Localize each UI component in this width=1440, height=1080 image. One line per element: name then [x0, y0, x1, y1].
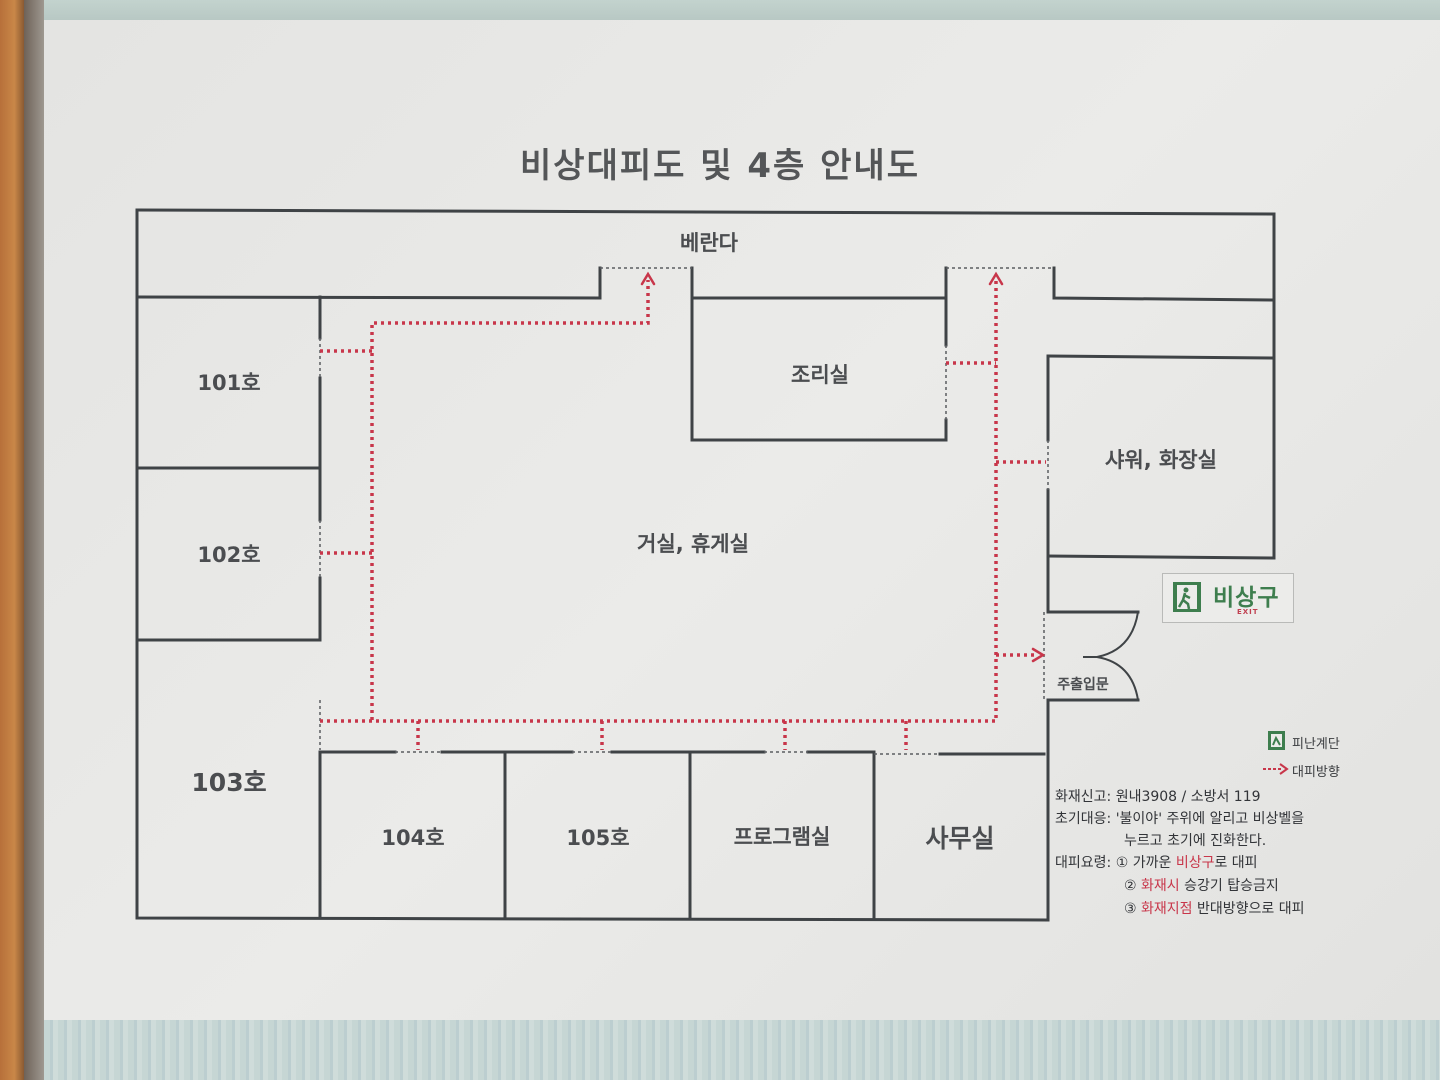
legend-stairs: 피난계단 — [1292, 737, 1340, 752]
evac-step-1: 대피요령: ① 가까운 비상구로 대피 — [1055, 852, 1258, 872]
evac-step-3: ③ 화재지점 반대방향으로 대피 — [1124, 898, 1305, 918]
initial-response-line1: 초기대응: '불이야' 주위에 알리고 비상벨을 — [1055, 808, 1304, 828]
evac-step-2: ② 화재시 승강기 탑승금지 — [1124, 875, 1279, 895]
step-text: 로 대피 — [1214, 855, 1258, 871]
step-number: ① — [1115, 855, 1129, 871]
step-highlight: 비상구 — [1175, 855, 1215, 871]
running-man-exit-icon — [1173, 582, 1201, 612]
glass-top-edge — [44, 0, 1440, 22]
room-shower-toilet: 샤워, 화장실 — [1105, 448, 1217, 472]
cork-board — [0, 0, 24, 1080]
step-number: ② — [1124, 878, 1137, 894]
room-101: 101호 — [197, 371, 261, 395]
exit-sign-label: 비상구 — [1213, 585, 1280, 611]
board-frame — [24, 0, 44, 1080]
step-text: 승강기 탑승금지 — [1184, 878, 1279, 894]
room-102: 102호 — [197, 543, 261, 567]
initial-response-line2: 누르고 초기에 진화한다. — [1124, 833, 1267, 849]
step-text: 반대방향으로 대피 — [1197, 901, 1305, 917]
initial-response-text1: '불이야' 주위에 알리고 비상벨을 — [1115, 811, 1305, 827]
fire-report-value: 원내3908 / 소방서 119 — [1115, 789, 1261, 805]
initial-response-label: 초기대응: — [1055, 811, 1112, 827]
room-veranda: 베란다 — [680, 231, 738, 255]
legend-direction: 대피방향 — [1292, 765, 1340, 780]
room-program: 프로그램실 — [733, 825, 831, 849]
fire-report-line: 화재신고: 원내3908 / 소방서 119 — [1055, 786, 1261, 806]
room-103: 103호 — [191, 768, 267, 797]
step-highlight: 화재지점 — [1141, 901, 1193, 917]
page-title: 비상대피도 및 4층 안내도 — [520, 146, 920, 186]
main-entrance-label: 주출입문 — [1057, 677, 1109, 693]
room-kitchen: 조리실 — [791, 363, 849, 387]
exit-sign: 비상구 EXIT — [1162, 573, 1294, 623]
fire-report-label: 화재신고: — [1055, 789, 1112, 805]
room-office: 사무실 — [925, 824, 995, 853]
step-number: ③ — [1124, 901, 1137, 917]
glass-bottom-edge — [44, 1018, 1440, 1080]
evacuation-route — [320, 280, 1046, 750]
room-104: 104호 — [381, 826, 445, 850]
room-living-lounge: 거실, 휴게실 — [637, 532, 749, 556]
evac-label: 대피요령: — [1055, 855, 1112, 871]
step-text: 가까운 — [1132, 855, 1172, 871]
paper-sheet — [44, 20, 1440, 1020]
room-105: 105호 — [566, 826, 630, 850]
step-highlight: 화재시 — [1141, 878, 1180, 894]
exit-sign-sub: EXIT — [1237, 608, 1259, 616]
